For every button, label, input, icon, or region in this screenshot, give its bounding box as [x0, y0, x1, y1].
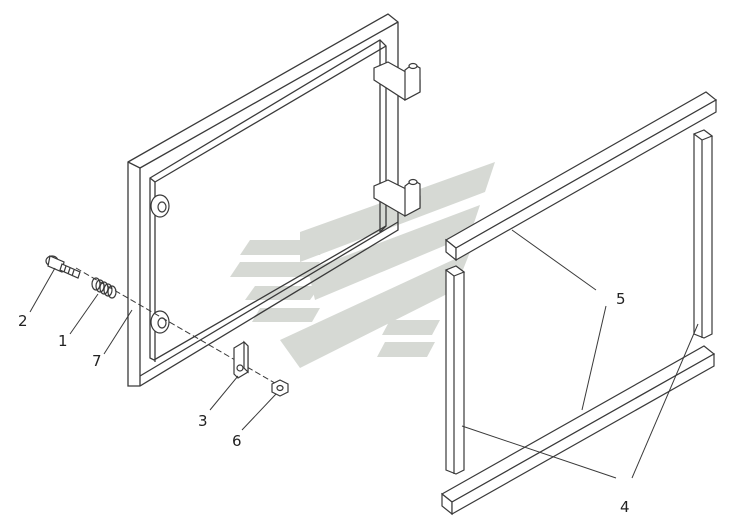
- post-right: [692, 129, 714, 339]
- callout-6: 6: [232, 432, 242, 450]
- hinge-lower: [373, 178, 421, 217]
- leader-lines: [29, 229, 699, 479]
- callout-3: 3: [198, 412, 208, 430]
- hinge-upper: [373, 61, 421, 101]
- bolt: [45, 255, 81, 279]
- bar-top: [444, 91, 718, 262]
- frame-boss-upper: [150, 194, 170, 218]
- nut: [271, 379, 289, 397]
- callout-4: 4: [620, 498, 630, 516]
- callout-5: 5: [616, 290, 626, 308]
- callout-7: 7: [92, 352, 102, 370]
- callout-1: 1: [58, 332, 68, 350]
- frame-boss-lower: [150, 310, 170, 334]
- callout-2: 2: [18, 312, 28, 330]
- spring: [91, 277, 117, 299]
- bar-bottom: [440, 345, 716, 516]
- latch-plate: [233, 340, 249, 379]
- post-left: [444, 265, 466, 475]
- assembly-axis-line: [75, 267, 281, 387]
